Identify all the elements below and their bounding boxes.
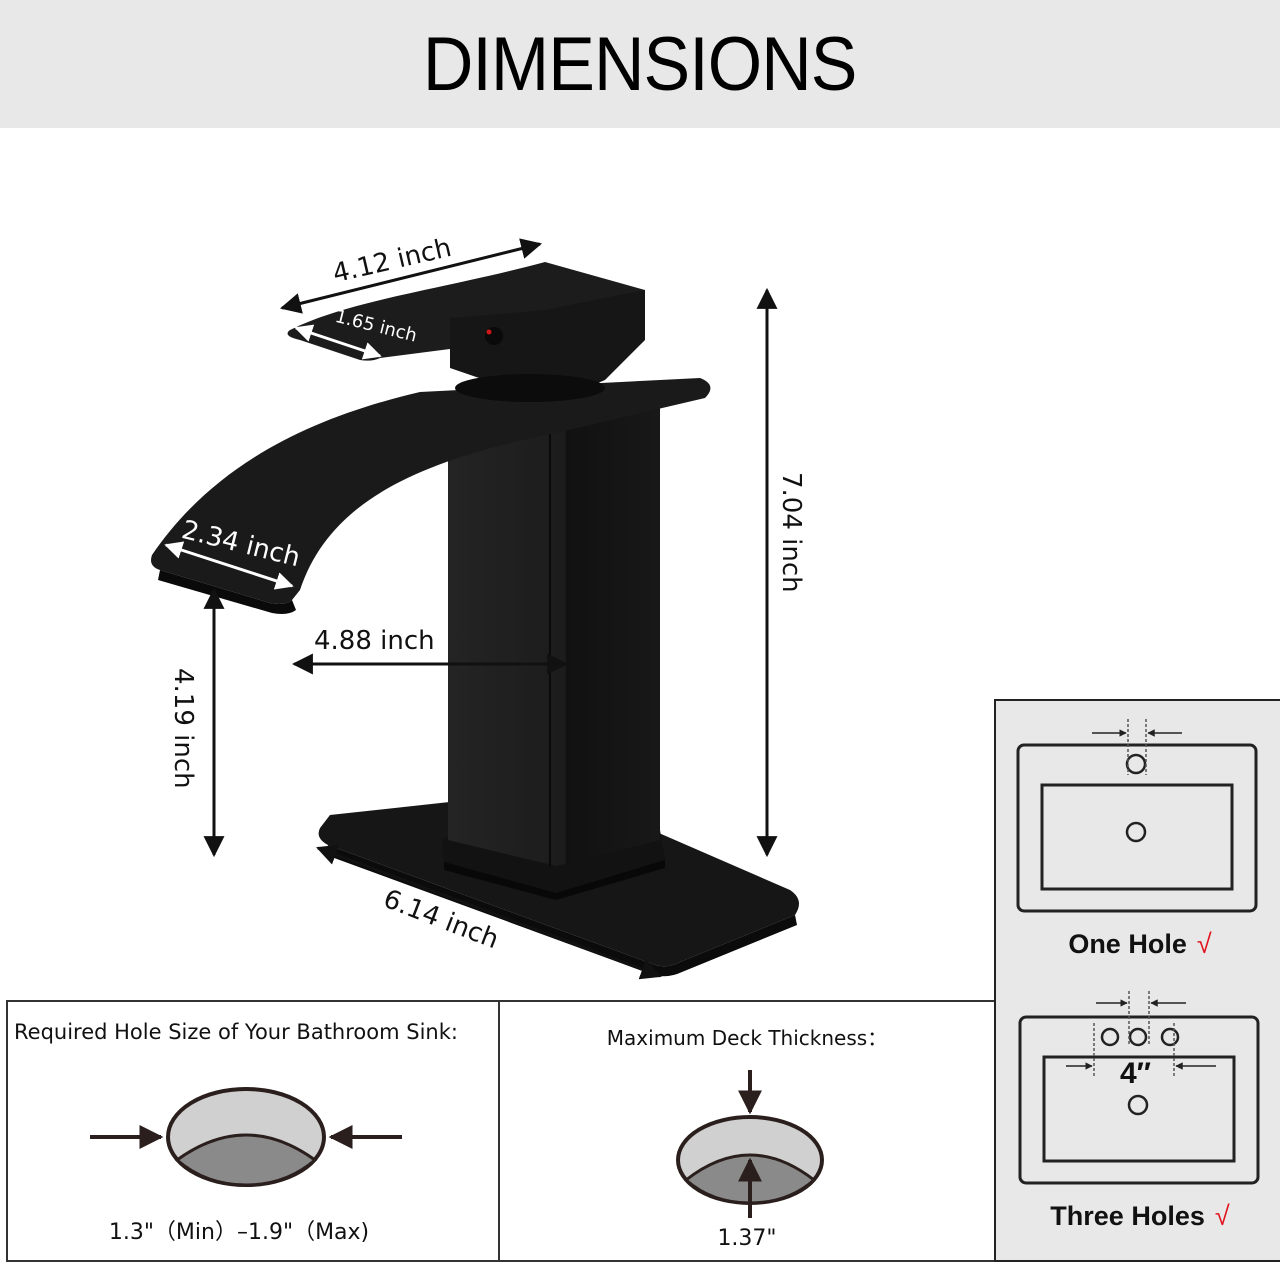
three-hole-spacing-label: 4″ xyxy=(1120,1057,1152,1090)
three-hole-sink-diagram xyxy=(1018,991,1260,1185)
deck-thickness-title: Maximum Deck Thickness： xyxy=(606,1026,888,1050)
hole-size-title: Required Hole Size of Your Bathroom Sink… xyxy=(14,1020,458,1044)
arrow-handle-length xyxy=(279,238,543,314)
label-spout-reach: 4.88 inch xyxy=(314,626,435,656)
one-hole-sink-diagram xyxy=(1016,719,1258,913)
label-total-height: 7.04 inch xyxy=(776,472,806,593)
hole-size-illustration xyxy=(90,1087,402,1187)
deck-thickness-value: 1.37" xyxy=(717,1226,777,1251)
label-spout-height: 4.19 inch xyxy=(168,668,198,789)
installation-options-panel: 4″ One Hole √ Three Holes √ xyxy=(994,699,1280,1262)
arrow-spout-width xyxy=(164,541,294,590)
one-hole-label: One Hole xyxy=(1068,929,1187,959)
check-icon: √ xyxy=(1214,1201,1230,1231)
three-holes-option: Three Holes √ xyxy=(996,1201,1280,1232)
faucet-diagram xyxy=(151,238,799,980)
one-hole-option: One Hole √ xyxy=(996,929,1280,960)
hole-size-value: 1.3"（Min）–1.9"（Max) xyxy=(108,1220,370,1245)
check-icon: √ xyxy=(1196,929,1212,959)
sink-diagrams xyxy=(1016,719,1260,1185)
arrow-handle-width xyxy=(294,324,382,360)
page-title: DIMENSIONS xyxy=(423,21,858,107)
header-banner: DIMENSIONS xyxy=(0,0,1280,128)
arrow-deck-length xyxy=(316,844,662,980)
hole-size-panel: Required Hole Size of Your Bathroom Sink… xyxy=(6,1000,500,1262)
deck-thickness-panel: Maximum Deck Thickness： 1.37" xyxy=(498,1000,996,1262)
faucet-body xyxy=(448,390,660,866)
deck-thickness-illustration xyxy=(676,1070,824,1218)
three-holes-label: Three Holes xyxy=(1050,1201,1205,1231)
